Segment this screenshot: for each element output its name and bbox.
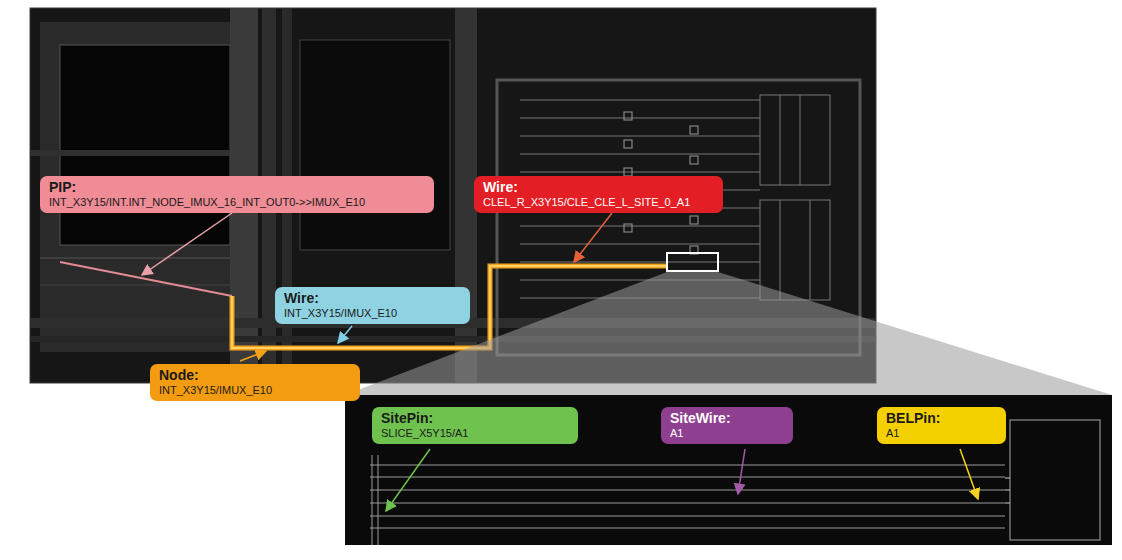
callout-identifier: INT_X3Y15/IMUX_E10 xyxy=(159,383,351,397)
callout-heading: SitePin: xyxy=(381,410,569,426)
callout-identifier: A1 xyxy=(670,426,784,440)
belpin-callout: BELPin:A1 xyxy=(877,407,1006,444)
callout-identifier: CLEL_R_X3Y15/CLE_CLE_L_SITE_0_A1 xyxy=(483,195,714,209)
sitewire-callout: SiteWire:A1 xyxy=(661,407,793,444)
callout-heading: PIP: xyxy=(49,179,425,195)
callout-heading: Node: xyxy=(159,367,351,383)
wire-callout: Wire:CLEL_R_X3Y15/CLE_CLE_L_SITE_0_A1 xyxy=(474,176,723,213)
callout-heading: Wire: xyxy=(284,290,461,306)
callout-identifier: SLICE_X5Y15/A1 xyxy=(381,426,569,440)
callout-heading: SiteWire: xyxy=(670,410,784,426)
callout-identifier: A1 xyxy=(886,426,997,440)
callout-identifier: INT_X3Y15/INT.INT_NODE_IMUX_16_INT_OUT0-… xyxy=(49,195,425,209)
node-callout: Node:INT_X3Y15/IMUX_E10 xyxy=(150,364,360,401)
sitepin-callout: SitePin:SLICE_X5Y15/A1 xyxy=(372,407,578,444)
callout-identifier: INT_X3Y15/IMUX_E10 xyxy=(284,306,461,320)
callout-heading: Wire: xyxy=(483,179,714,195)
wire-callout: Wire:INT_X3Y15/IMUX_E10 xyxy=(275,287,470,324)
pip-callout: PIP:INT_X3Y15/INT.INT_NODE_IMUX_16_INT_O… xyxy=(40,176,434,213)
callout-heading: BELPin: xyxy=(886,410,997,426)
